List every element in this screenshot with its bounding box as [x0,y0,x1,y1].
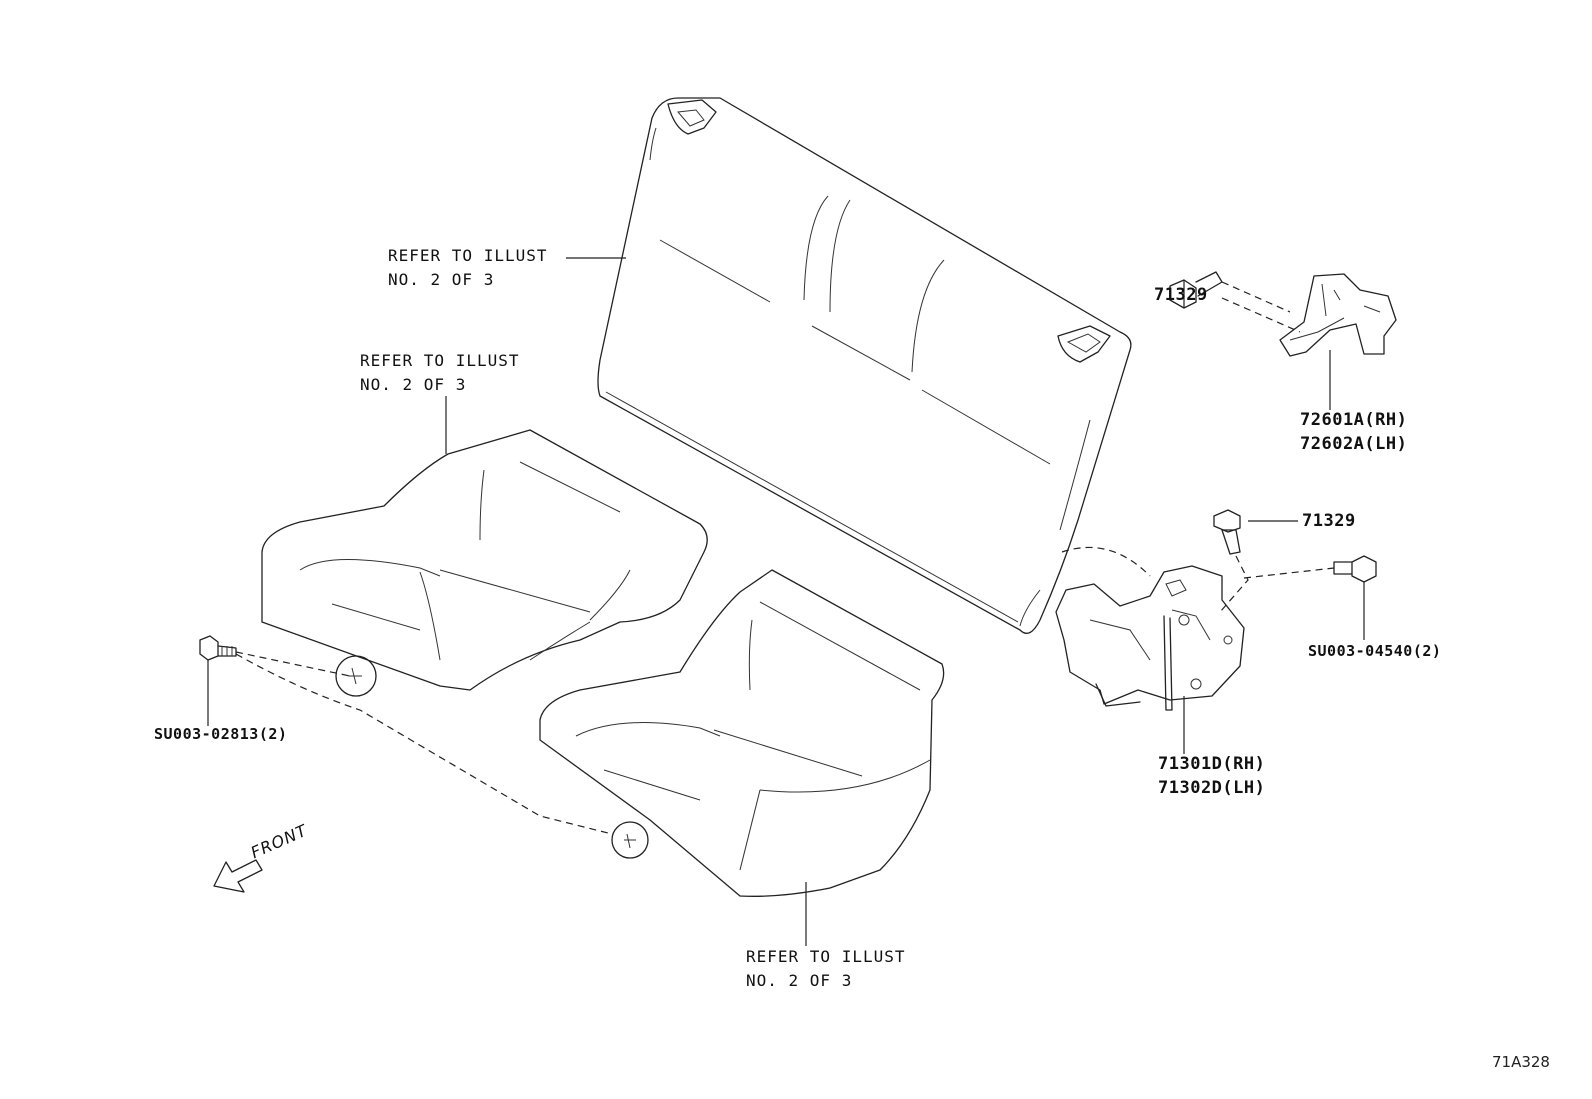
right-cushion-illustration [539,569,945,897]
part-number-bracket[interactable]: 72601A(RH) 72602A(LH) [1300,408,1407,456]
callout-left-cushion-line1: REFER TO ILLUST [360,351,520,370]
part-number-bolt-hinge-side[interactable]: SU003-04540(2) [1308,642,1442,660]
callout-left-cushion: REFER TO ILLUST NO. 2 OF 3 [360,349,520,397]
callout-right-cushion: REFER TO ILLUST NO. 2 OF 3 [746,945,906,993]
callout-backrest-line1: REFER TO ILLUST [388,246,548,265]
bolt-su003-04540-illustration [1333,555,1377,583]
bolt-71329-hinge-illustration [1213,509,1241,555]
callout-right-cushion-line1: REFER TO ILLUST [746,947,906,966]
callout-backrest-line2: NO. 2 OF 3 [388,270,495,289]
bracket-illustration [1279,273,1397,357]
callout-backrest: REFER TO ILLUST NO. 2 OF 3 [388,244,548,292]
leader-lines [207,257,1365,946]
part-number-hinge-rh[interactable]: 71301D(RH) [1158,754,1266,774]
callout-left-cushion-line2: NO. 2 OF 3 [360,375,467,394]
part-number-hinge-lh[interactable]: 71302D(LH) [1158,778,1266,798]
callout-right-cushion-line2: NO. 2 OF 3 [746,971,853,990]
hinge-illustration [1055,565,1245,711]
diagram-code: 71A328 [1492,1053,1550,1071]
part-number-bolt-hinge[interactable]: 71329 [1302,511,1356,531]
part-number-bracket-lh[interactable]: 72602A(LH) [1300,434,1408,454]
part-number-bracket-rh[interactable]: 72601A(RH) [1300,410,1408,430]
part-number-bolt-upper[interactable]: 71329 [1154,285,1208,305]
cushion-mount-tabs [335,655,649,859]
part-number-hinge[interactable]: 71301D(RH) 71302D(LH) [1158,752,1265,800]
dashed-fastener-lines [235,281,1335,835]
left-cushion-illustration [261,429,708,691]
seatback-illustration [597,97,1132,634]
front-arrow-icon [213,859,263,893]
bolt-su003-02813-illustration [199,635,237,661]
part-number-bolt-left[interactable]: SU003-02813(2) [154,725,288,743]
